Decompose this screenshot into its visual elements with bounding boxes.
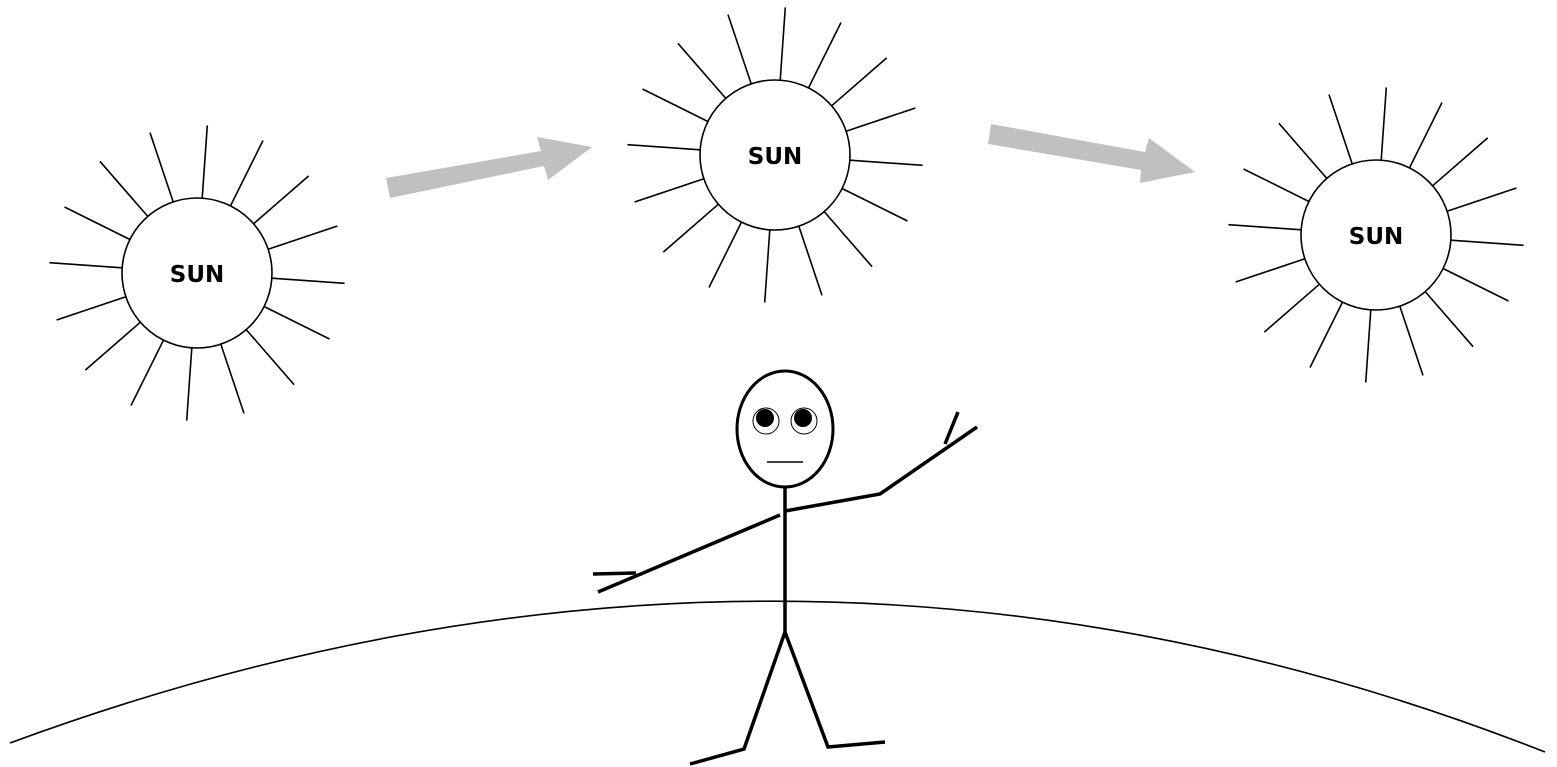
- sun-ray: [264, 307, 329, 340]
- sun-ray: [272, 278, 345, 283]
- sun-ray: [85, 322, 140, 370]
- sun-ray: [709, 222, 742, 287]
- figure-right-hand: [945, 412, 958, 444]
- figure-left-leg: [690, 632, 785, 764]
- sun-ray: [799, 226, 822, 295]
- sun-ray: [842, 189, 907, 222]
- stick-figure: [593, 371, 977, 764]
- sun-ray: [850, 160, 923, 165]
- earth-horizon-arc: [10, 601, 1545, 752]
- sun-ray: [187, 348, 192, 421]
- sun-ray: [1264, 284, 1319, 332]
- sun-ray: [1366, 310, 1371, 383]
- motion-arrow-2: [988, 124, 1195, 183]
- sun-ray: [1447, 188, 1516, 211]
- sun-ray: [728, 15, 751, 84]
- sun-ray: [57, 297, 126, 320]
- sun-ray: [809, 23, 842, 88]
- sun-ray: [231, 141, 264, 206]
- sun-ray: [131, 340, 164, 405]
- figure-left-hand: [593, 573, 636, 574]
- sun-ray: [780, 7, 785, 80]
- sun-ray: [635, 179, 704, 202]
- sun-label: SUN: [748, 144, 803, 170]
- sun-ray: [221, 344, 244, 413]
- sun-ray: [254, 176, 309, 224]
- sun-ray: [765, 230, 770, 303]
- sun-ray: [1310, 302, 1343, 367]
- sun-ray: [1279, 123, 1327, 178]
- sun-ray: [202, 125, 207, 198]
- sun-ray: [150, 133, 173, 202]
- sun-ray: [663, 204, 718, 252]
- sun-ray: [1244, 169, 1309, 202]
- figure-head: [737, 371, 833, 487]
- sun-label: SUN: [1349, 224, 1404, 250]
- figure-left-eye: [753, 408, 779, 434]
- sun-setting: SUN: [1228, 87, 1523, 382]
- sun-ray: [49, 263, 122, 268]
- sun-ray: [846, 108, 915, 131]
- sun-ray: [1451, 240, 1524, 245]
- sun-ray: [643, 89, 708, 122]
- sun-ray: [1433, 138, 1488, 186]
- sun-ray: [678, 43, 726, 98]
- sun-noon: SUN: [627, 7, 922, 302]
- sun-rising: SUN: [49, 125, 344, 420]
- sun-ray: [65, 207, 130, 240]
- sun-label: SUN: [170, 262, 225, 288]
- sun-ray: [824, 212, 872, 267]
- sun-ray: [246, 330, 294, 385]
- sun-ray: [627, 145, 700, 150]
- motion-arrow-1: [386, 137, 592, 198]
- sun-ray: [268, 226, 337, 249]
- figure-right-leg: [785, 632, 885, 747]
- sun-ray: [1228, 225, 1301, 230]
- figure-left-arm: [598, 515, 780, 592]
- sun-ray: [1236, 259, 1305, 282]
- sun-ray: [832, 58, 887, 106]
- sun-ray: [1443, 269, 1508, 302]
- sun-ray: [1410, 103, 1443, 168]
- sun-ray: [1329, 95, 1352, 164]
- figure-right-eye: [791, 408, 817, 434]
- sun-ray: [1425, 292, 1473, 347]
- sun-ray: [100, 161, 148, 216]
- sun-ray: [1400, 306, 1423, 375]
- sun-ray: [1381, 87, 1386, 160]
